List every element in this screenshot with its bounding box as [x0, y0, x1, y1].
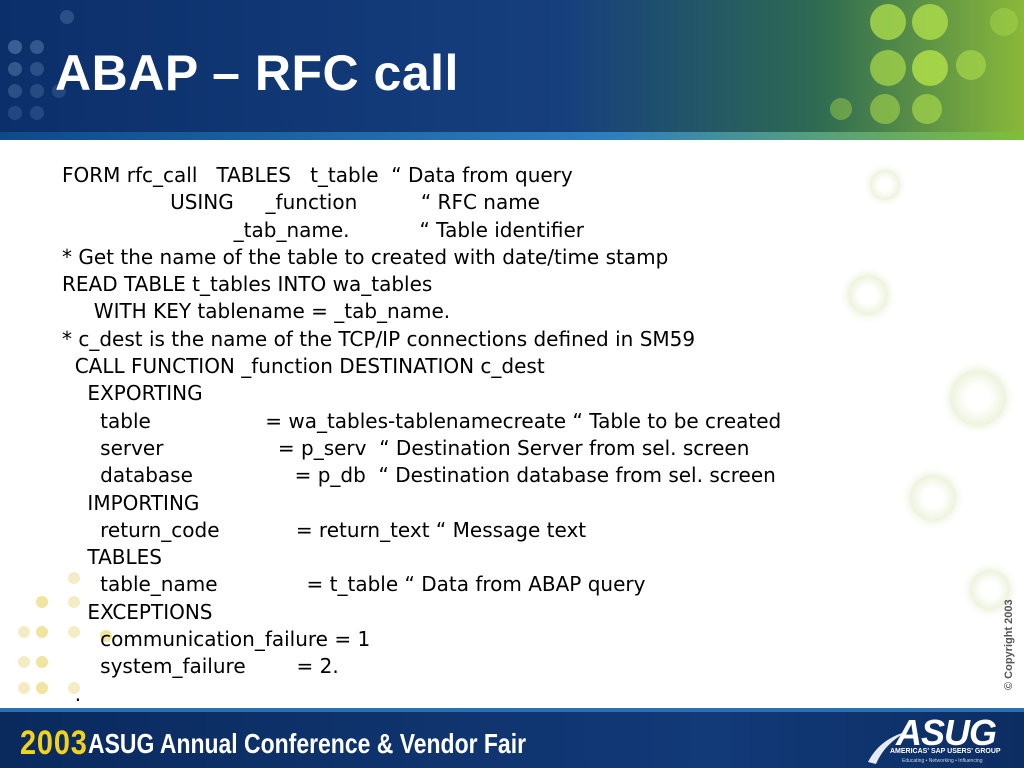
header-dot-decoration — [30, 84, 44, 98]
yellow-dot — [100, 630, 112, 642]
code-line: EXPORTING — [62, 381, 203, 406]
yellow-dot — [68, 682, 80, 694]
background-circle — [870, 170, 900, 200]
yellow-dot — [36, 682, 48, 694]
header-dot-decoration — [60, 10, 74, 24]
header-dot-decoration — [870, 4, 906, 40]
header-dot-decoration — [912, 94, 942, 124]
yellow-dot — [68, 596, 80, 608]
footer-stripe — [0, 708, 1024, 712]
code-line: return_code = return_text “ Message text — [62, 517, 587, 542]
bottom-left-dots-decoration — [0, 560, 120, 710]
header-dot-decoration — [870, 94, 900, 124]
code-line: CALL FUNCTION _function DESTINATION c_de… — [62, 354, 545, 379]
slide-footer: 2003 ASUG Annual Conference & Vendor Fai… — [0, 708, 1024, 768]
logo-tagline: Educating • Networking • Influencing — [902, 758, 983, 764]
conference-name: ASUG Annual Conference & Vendor Fair — [88, 728, 527, 759]
yellow-dot — [68, 572, 80, 584]
background-circle — [848, 275, 888, 315]
code-line: USING _function “ RFC name — [62, 190, 540, 215]
yellow-dot — [36, 596, 48, 608]
code-line: * Get the name of the table to created w… — [62, 244, 669, 269]
code-line: . — [62, 681, 82, 706]
code-line: communication_failure = 1 — [62, 627, 371, 652]
slide-title: ABAP – RFC call — [55, 45, 459, 101]
code-line: TABLES — [62, 545, 162, 570]
header-dot-decoration — [870, 50, 906, 86]
code-line: IMPORTING — [62, 490, 200, 515]
code-line: system_failure = 2. — [62, 654, 339, 679]
yellow-dot — [68, 626, 80, 638]
yellow-dot — [18, 626, 30, 638]
yellow-dot — [36, 626, 48, 638]
conference-year: 2003 — [20, 724, 88, 762]
header-dot-decoration — [912, 4, 948, 40]
yellow-dot — [18, 682, 30, 694]
code-line: table_name = t_table “ Data from ABAP qu… — [62, 572, 646, 597]
header-dot-decoration — [30, 62, 44, 76]
header-dot-decoration — [8, 106, 22, 120]
background-circle — [910, 475, 956, 521]
code-line: FORM rfc_call TABLES t_table “ Data from… — [62, 163, 573, 187]
yellow-dot — [36, 656, 48, 668]
asug-logo: ASUG AMERICAS' SAP USERS' GROUP Educatin… — [868, 712, 1008, 764]
swoosh-icon — [868, 732, 906, 764]
header-dot-decoration — [830, 98, 852, 120]
header-dot-decoration — [30, 106, 44, 120]
code-line: server = p_serv “ Destination Server fro… — [62, 435, 750, 460]
header-dot-decoration — [52, 84, 66, 98]
code-block: FORM rfc_call TABLES t_table “ Data from… — [62, 162, 781, 708]
header-dot-decoration — [956, 50, 986, 80]
background-circle — [950, 370, 1006, 426]
header-stripe — [0, 132, 1024, 140]
code-line: WITH KEY tablename = _tab_name. — [62, 299, 451, 324]
header-dot-decoration — [990, 8, 1018, 36]
code-line: _tab_name. “ Table identifier — [62, 217, 585, 242]
yellow-dot — [18, 656, 30, 668]
header-dot-decoration — [8, 40, 22, 54]
code-line: READ TABLE t_tables INTO wa_tables — [62, 272, 433, 297]
code-line: * c_dest is the name of the TCP/IP conne… — [62, 326, 696, 351]
logo-text: ASUG — [896, 712, 997, 753]
background-circle — [970, 570, 1010, 610]
copyright-notice: © Copyright 2003 — [1003, 599, 1015, 690]
header-dot-decoration — [8, 84, 22, 98]
background-circles-decoration — [830, 150, 1024, 650]
header-dot-decoration — [8, 62, 22, 76]
code-line: EXCEPTIONS — [62, 599, 213, 624]
logo-subtitle: AMERICAS' SAP USERS' GROUP — [890, 748, 1001, 755]
header-dot-decoration — [30, 40, 44, 54]
header-dot-decoration — [912, 50, 948, 86]
code-line: table = wa_tables-tablenamecreate “ Tabl… — [62, 408, 782, 433]
code-line: database = p_db “ Destination database f… — [62, 463, 776, 488]
slide-header: ABAP – RFC call — [0, 0, 1024, 140]
